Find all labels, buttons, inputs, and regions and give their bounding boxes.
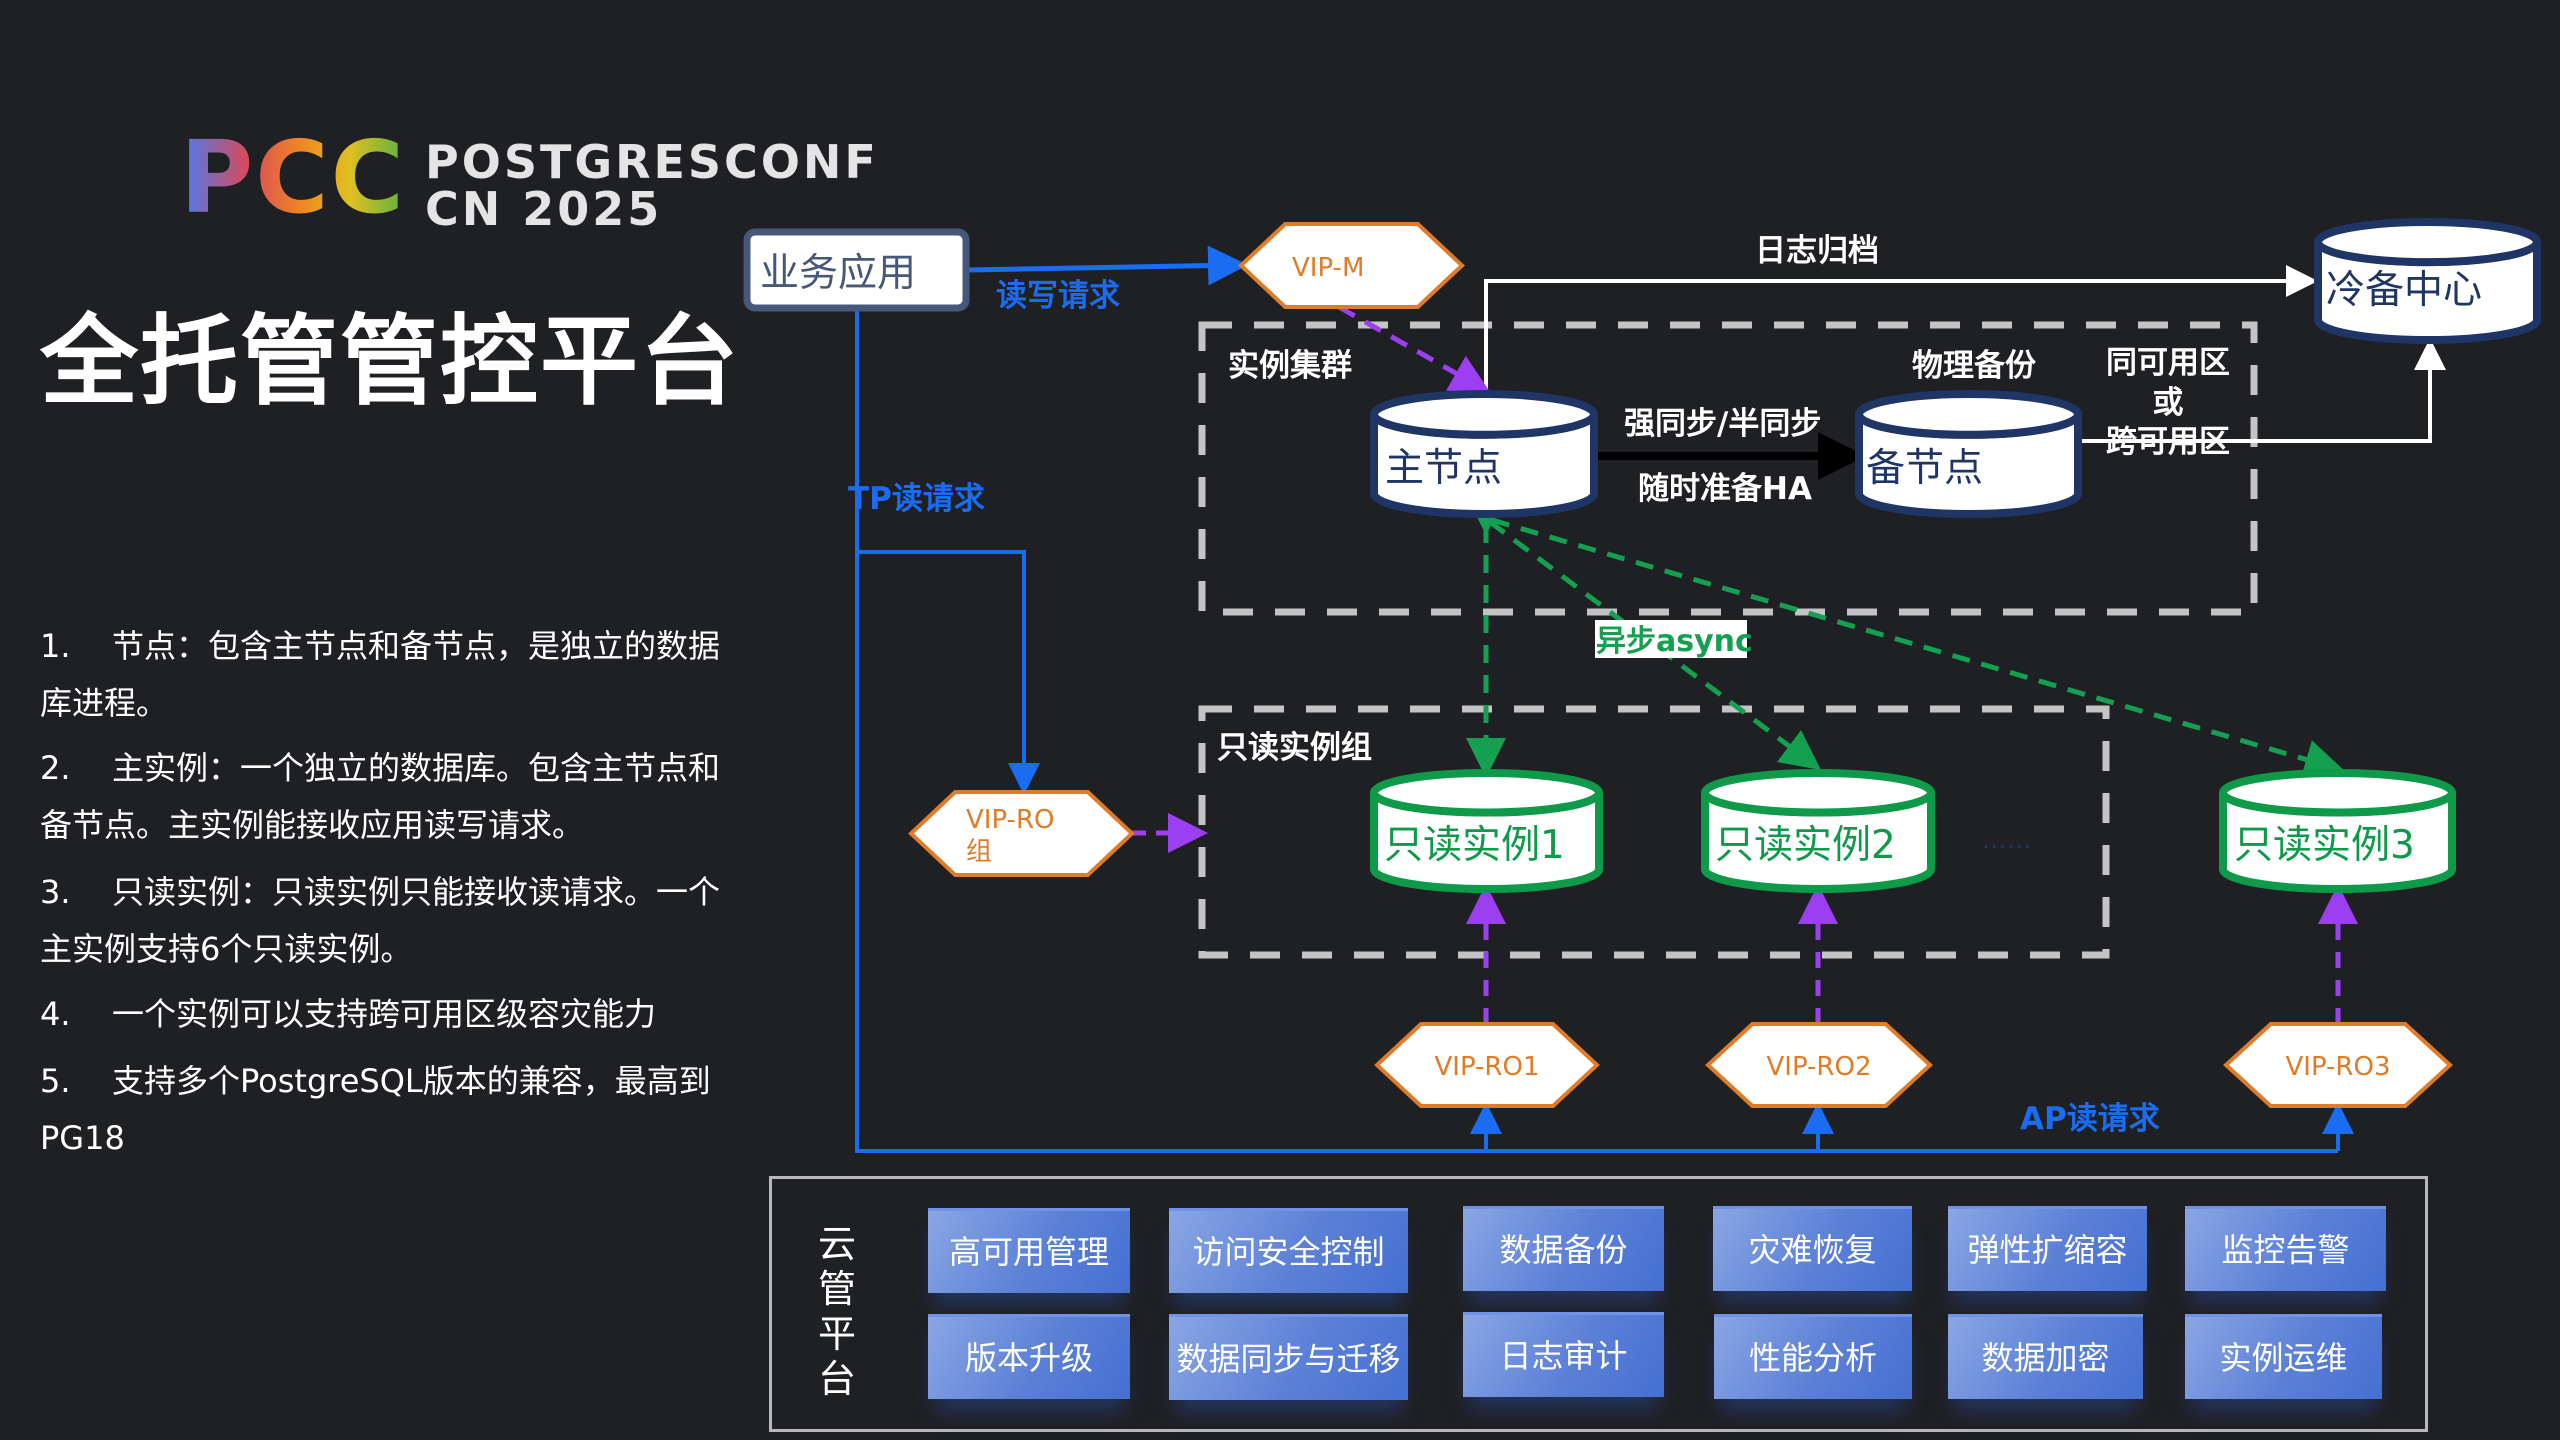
note-item: 4. 一个实例可以支持跨可用区级容灾能力 [40, 986, 740, 1043]
hexagon-shape [1374, 1022, 1600, 1108]
readonly-instance-1-cylinder [1370, 769, 1603, 893]
feature-monitoring-alerts[interactable]: 监控告警 [2185, 1206, 2386, 1291]
business-app-label: 业务应用 [760, 251, 916, 296]
cold-backup-label: 冷备中心 [2326, 268, 2482, 313]
sync-label: 强同步/半同步 [1624, 406, 1821, 442]
log-archive-arrow [1484, 265, 2318, 392]
readonly-instance-2-cylinder [1701, 769, 1935, 893]
vip-ro-group-label: VIP-RO [966, 805, 1054, 835]
ap-read-request-label: AP读请求 [2020, 1101, 2160, 1137]
vip-ro3-label: VIP-RO3 [2285, 1052, 2390, 1082]
vip-ro-group-label-2: 组 [966, 837, 992, 867]
vip-ro2-label: VIP-RO2 [1766, 1052, 1871, 1082]
page-title: 全托管管控平台 [40, 305, 741, 419]
feature-access-security[interactable]: 访问安全控制 [1169, 1208, 1408, 1293]
note-item: 5.支持多个PostgreSQL版本的兼容，最高到PG18 [40, 1053, 740, 1167]
note-number: 2. [40, 749, 71, 787]
cold-backup-cylinder [2314, 218, 2541, 344]
note-item: 3.只读实例：只读实例只能接收读请求。一个主实例支持6个只读实例。 [40, 864, 740, 978]
cylinder-top [2314, 218, 2541, 267]
feature-data-sync-migration[interactable]: 数据同步与迁移 [1169, 1314, 1408, 1400]
feature-elastic-scaling[interactable]: 弹性扩缩容 [1948, 1206, 2147, 1291]
rw-request-arrow [967, 245, 1248, 286]
feature-log-audit[interactable]: 日志审计 [1463, 1312, 1664, 1397]
physical-backup-label: 物理备份 [1912, 348, 2036, 384]
hexagon-shape [1238, 222, 1465, 309]
note-number: 4. [40, 995, 71, 1033]
read-request-line [855, 310, 2338, 1153]
standby-node-cylinder [1855, 390, 2082, 518]
cylinder-top [1370, 769, 1603, 817]
pcc-logo: PCC POSTGRESCONF CN 2025 [180, 130, 879, 235]
readonly-instance-2-label: 只读实例2 [1715, 823, 1896, 868]
vipm-link [1337, 304, 1491, 393]
zone-label-2: 或 [2153, 385, 2184, 421]
hexagon-shape [2223, 1022, 2453, 1108]
cylinder-top [2219, 769, 2456, 817]
vip-ro1-hexagon [1374, 1022, 1600, 1108]
cylinder-top [1855, 390, 2082, 439]
feature-ha-management[interactable]: 高可用管理 [928, 1208, 1130, 1293]
instance-cluster-box [1198, 321, 2258, 616]
async-link-ro2 [1488, 519, 1822, 770]
primary-node-label: 主节点 [1385, 446, 1502, 491]
readonly-instance-3-label: 只读实例3 [2234, 823, 2415, 868]
note-number: 5. [40, 1062, 71, 1100]
rw-request-label: 读写请求 [996, 278, 1120, 314]
vip-ro1-label: VIP-RO1 [1434, 1052, 1539, 1082]
feature-data-encryption[interactable]: 数据加密 [1948, 1314, 2143, 1399]
vip-m-label: VIP-M [1292, 253, 1364, 283]
note-item: 2.主实例：一个独立的数据库。包含主节点和备节点。主实例能接收应用读写请求。 [40, 740, 740, 854]
vip-ro-group-hexagon [908, 790, 1135, 877]
async-label: 异步async [1596, 624, 1753, 659]
readonly-instance-1-label: 只读实例1 [1384, 823, 1565, 868]
primary-node-cylinder [1370, 390, 1598, 518]
note-text: 主实例：一个独立的数据库。包含主节点和备节点。主实例能接收应用读写请求。 [40, 749, 721, 844]
logo-mark: PCC [180, 130, 406, 235]
readonly-instance-3-cylinder [2219, 769, 2456, 893]
async-link-ro3 [1491, 517, 2345, 779]
zone-label-3: 跨可用区 [2106, 424, 2230, 460]
note-text: 支持多个PostgreSQL版本的兼容，最高到PG18 [40, 1062, 711, 1157]
tp-read-arrow [857, 550, 1040, 795]
note-text: 只读实例：只读实例只能接收读请求。一个主实例支持6个只读实例。 [40, 873, 721, 968]
more-instances-ellipsis: ...... [1982, 825, 2032, 855]
note-number: 3. [40, 873, 71, 911]
logo-line1: POSTGRESCONF [425, 135, 879, 189]
ha-label: 随时准备HA [1638, 471, 1812, 507]
feature-performance-analysis[interactable]: 性能分析 [1714, 1314, 1912, 1399]
cloud-platform-panel [769, 1176, 2428, 1432]
tp-read-request-label: TP读请求 [848, 481, 985, 517]
note-text: 节点：包含主节点和备节点，是独立的数据库进程。 [40, 627, 721, 722]
standby-node-label: 备节点 [1866, 446, 1983, 491]
note-item: 1.节点：包含主节点和备节点，是独立的数据库进程。 [40, 618, 740, 732]
log-archive-label: 日志归档 [1755, 233, 1879, 269]
async-label-bg [1595, 620, 1747, 658]
hexagon-shape [1705, 1022, 1933, 1108]
vip-m-hexagon [1238, 222, 1465, 309]
zone-label-1: 同可用区 [2106, 345, 2230, 381]
feature-version-upgrade[interactable]: 版本升级 [928, 1314, 1130, 1399]
physical-backup-arrow [2079, 338, 2446, 443]
vip-ro2-hexagon [1705, 1022, 1933, 1108]
logo-line2: CN 2025 [425, 182, 662, 235]
note-number: 1. [40, 627, 71, 665]
cluster-label: 实例集群 [1228, 348, 1352, 384]
business-app-box [743, 228, 970, 312]
cylinder-top [1701, 769, 1935, 817]
cylinder-top [1370, 390, 1598, 439]
note-text: 一个实例可以支持跨可用区级容灾能力 [112, 995, 657, 1033]
cloud-platform-title: 云管平台 [817, 1222, 856, 1401]
feature-instance-ops[interactable]: 实例运维 [2185, 1314, 2382, 1399]
hexagon-shape [908, 790, 1135, 877]
readonly-group-label: 只读实例组 [1217, 730, 1372, 766]
vip-ro3-hexagon [2223, 1022, 2453, 1108]
feature-data-backup[interactable]: 数据备份 [1463, 1206, 1664, 1291]
feature-disaster-recovery[interactable]: 灾难恢复 [1713, 1206, 1912, 1291]
